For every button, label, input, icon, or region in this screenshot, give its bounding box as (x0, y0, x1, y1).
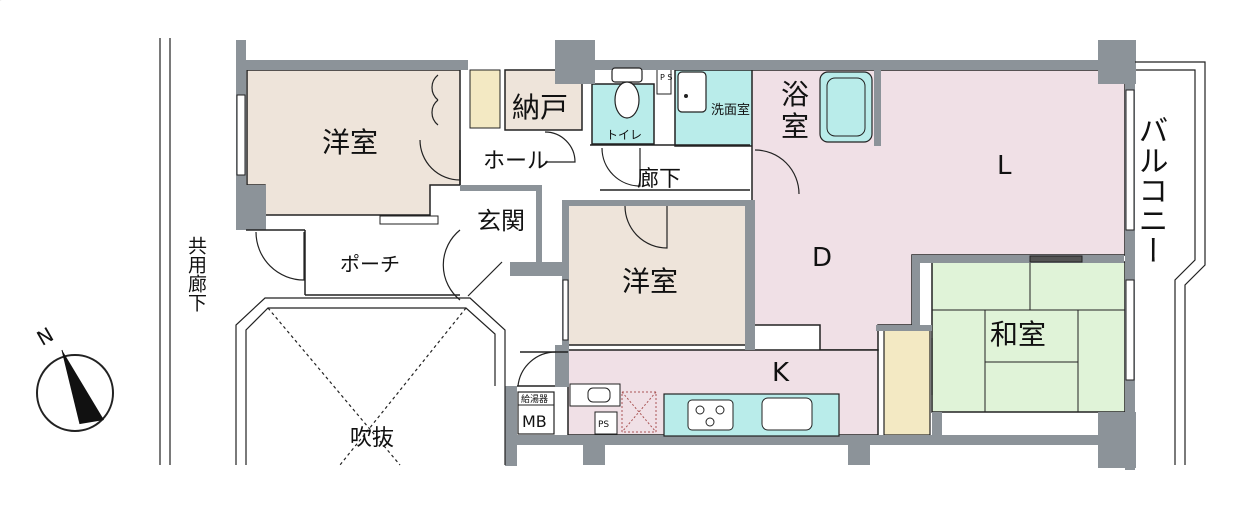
label-water-heater: 給湯器 (521, 393, 548, 405)
compass: N (33, 322, 114, 432)
label-balcony: バルコニー (1133, 115, 1168, 265)
closet-1 (469, 69, 501, 129)
closet-japanese (883, 327, 931, 436)
fixtures (517, 67, 873, 437)
meter-box (517, 391, 555, 435)
label-atrium: 吹抜 (350, 426, 394, 451)
label-hall: ホール (483, 149, 549, 174)
label-meter-box: MB (522, 412, 547, 431)
label-washroom: 洗面室 (711, 102, 750, 118)
label-western-room-2: 洋室 (622, 265, 678, 298)
label-western-room-1: 洋室 (322, 126, 378, 159)
door-porch (255, 231, 305, 281)
ps-kitchen-box (594, 411, 618, 435)
door-storage (544, 131, 576, 163)
tatami-lines (932, 262, 1125, 412)
washbasin (677, 71, 707, 113)
bathtub (819, 71, 873, 143)
label-common-corridor: 共用廊下 (185, 236, 207, 312)
stove (687, 399, 734, 431)
label-bath: 浴室 (0, 0, 2, 1)
compass-n-label: N (33, 322, 58, 350)
door-toilet (601, 147, 641, 187)
label-entrance: 玄関 (477, 207, 525, 235)
label-japanese-room: 和室 (990, 318, 1046, 351)
label-ps-kitchen: PS (598, 420, 609, 430)
compass-needle (62, 350, 104, 424)
label-kitchen: K (772, 358, 790, 388)
labels: 洋室 納戸 ホール トイレ 洗面室 浴 室 浴室 L 廊下 玄関 洋室 D 和室… (0, 0, 1168, 451)
label-bath-2: 室 (781, 110, 809, 143)
western-room-2-floor (567, 204, 749, 346)
label-toilet: トイレ (606, 128, 642, 142)
japanese-room-floor (931, 261, 1126, 413)
label-ps-top: P S (660, 73, 672, 82)
atrium-railing (235, 297, 506, 465)
label-corridor: 廊下 (637, 167, 681, 192)
label-porch: ポーチ (340, 252, 400, 276)
balcony-outline (1135, 61, 1206, 465)
door-western2 (624, 205, 668, 249)
small-sink (569, 383, 621, 407)
door-washroom (754, 149, 800, 195)
door-closet1b (431, 99, 439, 126)
door-room1 (419, 139, 461, 181)
label-dining: D (812, 243, 832, 273)
door-closet1a (431, 74, 439, 101)
label-living: L (997, 151, 1012, 181)
label-storage: 納戸 (512, 91, 568, 124)
toilet-tank (611, 67, 643, 83)
label-bath-1: 浴 (781, 78, 809, 111)
exterior (159, 38, 1206, 466)
door-entrance (442, 229, 461, 301)
kitchen-sink (761, 397, 813, 431)
door-kitchen (517, 351, 557, 387)
door-swings (255, 74, 933, 395)
windows (236, 89, 1135, 381)
toilet-bowl (614, 81, 640, 119)
